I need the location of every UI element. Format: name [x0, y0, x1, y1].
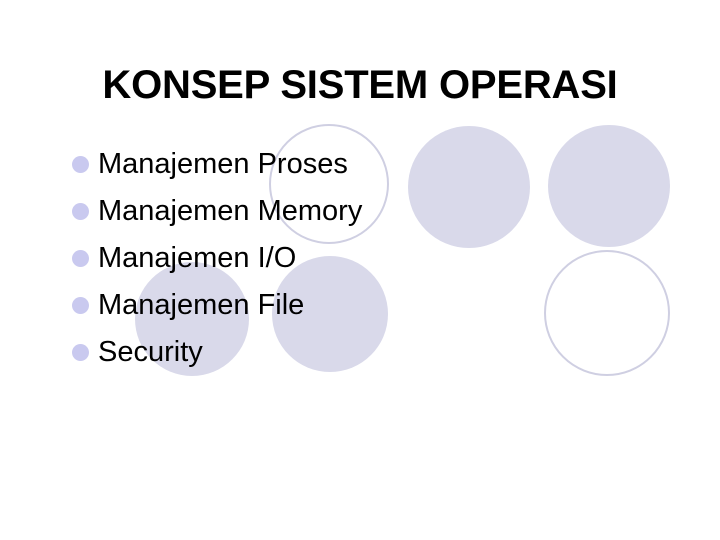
bullet-dot-icon [72, 202, 89, 220]
list-item: Manajemen I/O [72, 234, 632, 281]
list-item-label: Manajemen File [98, 288, 305, 321]
list-item-label: Manajemen I/O [98, 241, 297, 274]
bullet-dot-icon [72, 155, 89, 173]
list-item-label: Manajemen Memory [98, 194, 363, 227]
list-item: Manajemen Proses [72, 140, 632, 187]
list-item: Security [72, 328, 632, 375]
list-item: Manajemen Memory [72, 187, 632, 234]
bullet-dot-icon [72, 249, 89, 267]
bullet-list: Manajemen Proses Manajemen Memory Manaje… [72, 140, 632, 375]
bullet-dot-icon [72, 296, 89, 314]
list-item: Manajemen File [72, 281, 632, 328]
list-item-label: Manajemen Proses [98, 147, 348, 180]
slide-title: KONSEP SISTEM OPERASI [102, 63, 618, 107]
list-item-label: Security [98, 335, 203, 368]
bullet-dot-icon [72, 343, 89, 361]
